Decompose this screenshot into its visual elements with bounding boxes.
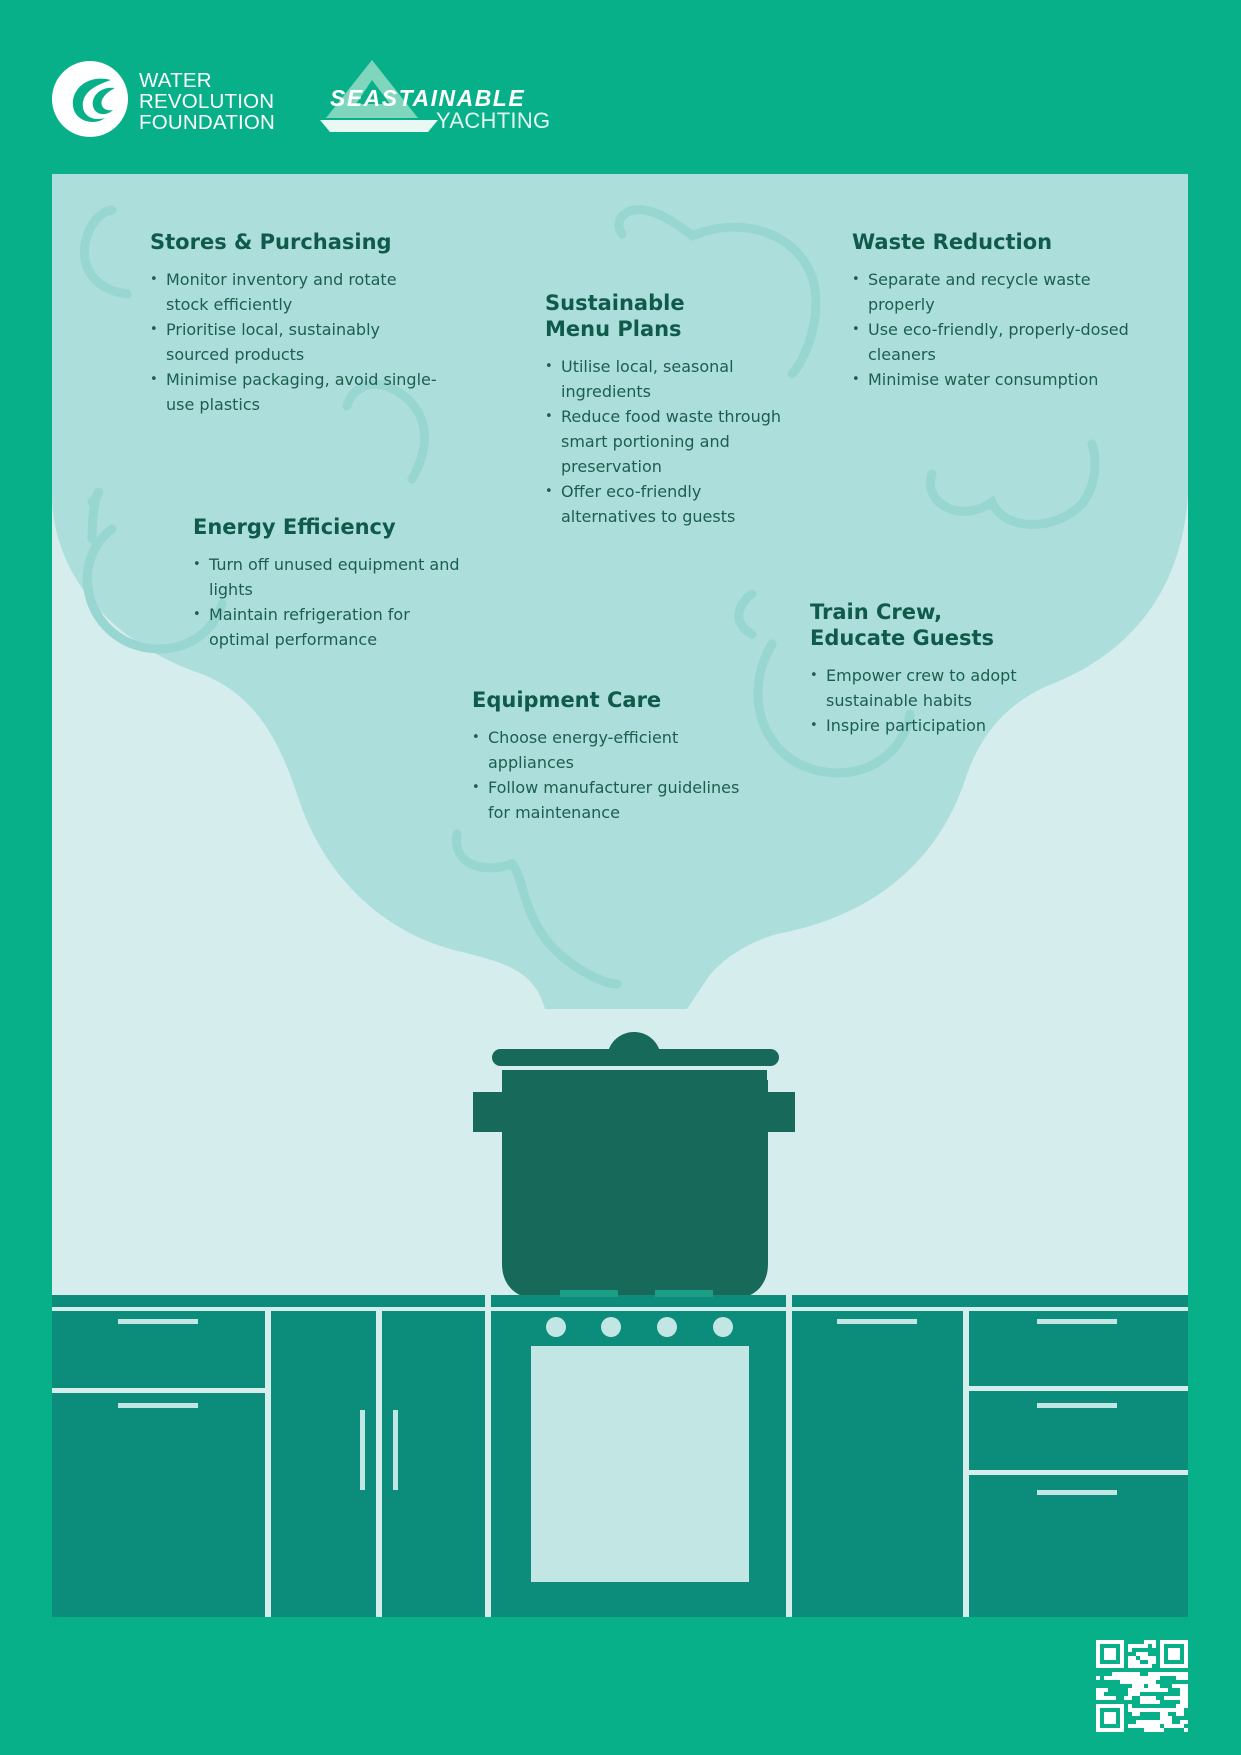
section-title: Stores & Purchasing — [150, 230, 392, 254]
logo-line: REVOLUTION — [139, 90, 275, 113]
section-stores-purchasing: Stores & Purchasing Monitor inventory an… — [150, 229, 440, 417]
cooking-pot-icon — [473, 1032, 795, 1298]
section-energy-efficiency: Energy Efficiency Turn off unused equipm… — [193, 514, 463, 652]
section-title: Energy Efficiency — [193, 515, 396, 539]
section-title: Waste Reduction — [852, 230, 1053, 254]
logo-line: FOUNDATION — [139, 111, 276, 134]
list-item: Inspire participation — [810, 713, 1060, 738]
list-item: Turn off unused equipment and lights — [193, 552, 463, 602]
list-item: Choose energy-efficient appliances — [472, 725, 742, 775]
section-title: Sustainable Menu Plans — [545, 291, 685, 341]
list-item: Monitor inventory and rotate stock effic… — [150, 267, 440, 317]
sail-triangle-icon — [320, 60, 438, 132]
kitchen-cabinets — [52, 1290, 1188, 1617]
list-item: Use eco-friendly, properly-dosed cleaner… — [852, 317, 1152, 367]
list-item: Empower crew to adopt sustainable habits — [810, 663, 1060, 713]
seastainable-text: SEASTAINABLE — [330, 85, 526, 111]
list-item: Reduce food waste through smart portioni… — [545, 404, 797, 479]
section-sustainable-menu-plans: Sustainable Menu Plans Utilise local, se… — [545, 290, 797, 529]
section-equipment-care: Equipment Care Choose energy-efficient a… — [472, 687, 742, 825]
list-item: Prioritise local, sustainably sourced pr… — [150, 317, 440, 367]
oven-icon — [531, 1317, 749, 1582]
poster-illustration: Stores & Purchasing Monitor inventory an… — [52, 174, 1188, 1617]
yachting-text: YACHTING — [436, 108, 551, 133]
section-title: Equipment Care — [472, 688, 662, 712]
water-revolution-logo-text: WATER REVOLUTION FOUNDATION — [139, 70, 309, 133]
qr-code-icon[interactable] — [1096, 1640, 1188, 1732]
list-item: Utilise local, seasonal ingredients — [545, 354, 797, 404]
section-train-crew: Train Crew, Educate Guests Empower crew … — [810, 599, 1060, 738]
list-item: Follow manufacturer guidelines for maint… — [472, 775, 742, 825]
list-item: Minimise packaging, avoid single-use pla… — [150, 367, 440, 417]
logo-line: WATER — [139, 69, 212, 92]
list-item: Offer eco-friendly alternatives to guest… — [545, 479, 797, 529]
section-title: Train Crew, Educate Guests — [810, 600, 995, 650]
wave-circle-icon — [52, 61, 128, 137]
list-item: Minimise water consumption — [852, 367, 1152, 392]
list-item: Maintain refrigeration for optimal perfo… — [193, 602, 463, 652]
list-item: Separate and recycle waste properly — [852, 267, 1152, 317]
section-waste-reduction: Waste Reduction Separate and recycle was… — [852, 229, 1152, 392]
